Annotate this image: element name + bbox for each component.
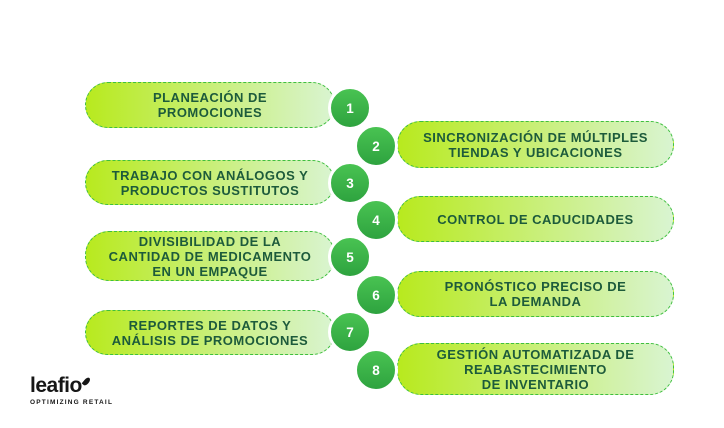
feature-pill-8: GESTIÓN AUTOMATIZADA DE REABASTECIMIENTO… [397,343,674,395]
feature-label-1: PLANEACIÓN DE PROMOCIONES [152,90,268,120]
step-number-badge-8: 8 [354,348,398,392]
feature-label-6: PRONÓSTICO PRECISO DE LA DEMANDA [444,279,627,309]
step-number-badge-4: 4 [354,198,398,242]
feature-pill-5: DIVISIBILIDAD DE LA CANTIDAD DE MEDICAME… [85,231,335,281]
feature-pill-6: PRONÓSTICO PRECISO DE LA DEMANDA [397,271,674,317]
feature-label-2: SINCRONIZACIÓN DE MÚLTIPLES TIENDAS Y UB… [423,129,648,160]
feature-label-7: REPORTES DE DATOS Y ANÁLISIS DE PROMOCIO… [111,317,309,348]
step-number-badge-6: 6 [354,273,398,317]
step-number-badge-3: 3 [328,161,372,205]
feature-label-3: TRABAJO CON ANÁLOGOS Y PRODUCTOS SUSTITU… [111,167,309,198]
feature-label-8: GESTIÓN AUTOMATIZADA DE REABASTECIMIENTO… [436,346,635,392]
leaf-dot-icon [81,376,92,387]
feature-pill-1: PLANEACIÓN DE PROMOCIONES [85,82,335,128]
step-number-badge-2: 2 [354,124,398,168]
step-number-badge-1: 1 [328,86,372,130]
step-number-badge-5: 5 [328,235,372,279]
feature-pill-7: REPORTES DE DATOS Y ANÁLISIS DE PROMOCIO… [85,310,335,355]
logo-wordmark: leafio [30,374,82,397]
feature-pill-2: SINCRONIZACIÓN DE MÚLTIPLES TIENDAS Y UB… [397,121,674,168]
feature-label-5: DIVISIBILIDAD DE LA CANTIDAD DE MEDICAME… [108,233,312,279]
leafio-logo: leafio OPTIMIZING RETAIL [30,374,114,407]
feature-pill-3: TRABAJO CON ANÁLOGOS Y PRODUCTOS SUSTITU… [85,160,335,205]
feature-label-4: CONTROL DE CADUCIDADES [437,211,634,227]
step-number-badge-7: 7 [328,310,372,354]
feature-pill-4: CONTROL DE CADUCIDADES [397,196,674,242]
logo-tagline: OPTIMIZING RETAIL [30,399,114,406]
